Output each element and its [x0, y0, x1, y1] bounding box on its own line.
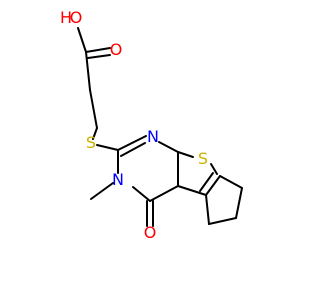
atom-ring-n-top: N	[147, 127, 159, 146]
molecule-structure: H O O S N N S O	[60, 8, 243, 242]
bond-c-o-double-b	[87, 54, 111, 59]
bond-c6-c5	[208, 217, 237, 225]
atom-thiophene-s: S	[198, 149, 208, 168]
bond-c4-n3	[132, 186, 151, 202]
bond-s-c2	[96, 144, 119, 151]
bond-c4b-c7a-b	[199, 172, 214, 192]
bonds	[77, 27, 243, 227]
atom-hydroxyl-o: O	[70, 8, 83, 27]
atom-hydroxyl-h: H	[60, 8, 72, 27]
bond-c4b-c7a-a	[205, 175, 221, 196]
bond-c7-c6	[235, 187, 243, 219]
structure-canvas: H O O S N N S O	[60, 8, 243, 242]
atom-labels: H O O S N N S O	[60, 8, 208, 242]
bond-c2-n1-a	[117, 135, 147, 151]
bond-ch2-s	[92, 127, 98, 140]
bond-oh-c	[77, 27, 87, 53]
bond-c4a-c4	[149, 185, 179, 202]
bond-ch2-ch2	[89, 89, 98, 129]
atom-carbonyl-o-acid: O	[110, 40, 123, 59]
atom-thioether-s: S	[86, 133, 96, 152]
atom-ring-n-methyl: N	[112, 170, 124, 189]
bond-c8a-s	[177, 151, 194, 158]
bond-n1-c8a	[158, 141, 179, 153]
bond-c2-n1-b	[120, 142, 146, 157]
bond-c-ch2	[85, 51, 91, 91]
bond-c5-c4b	[205, 194, 210, 225]
bond-n-methyl	[90, 182, 114, 200]
bond-c4a-c4b	[177, 185, 207, 196]
bond-c-o-double-a	[85, 47, 111, 53]
atom-carbonyl-o-ring: O	[144, 223, 157, 242]
bond-c7a-c7	[219, 175, 243, 189]
bond-s-c7a	[210, 163, 218, 175]
